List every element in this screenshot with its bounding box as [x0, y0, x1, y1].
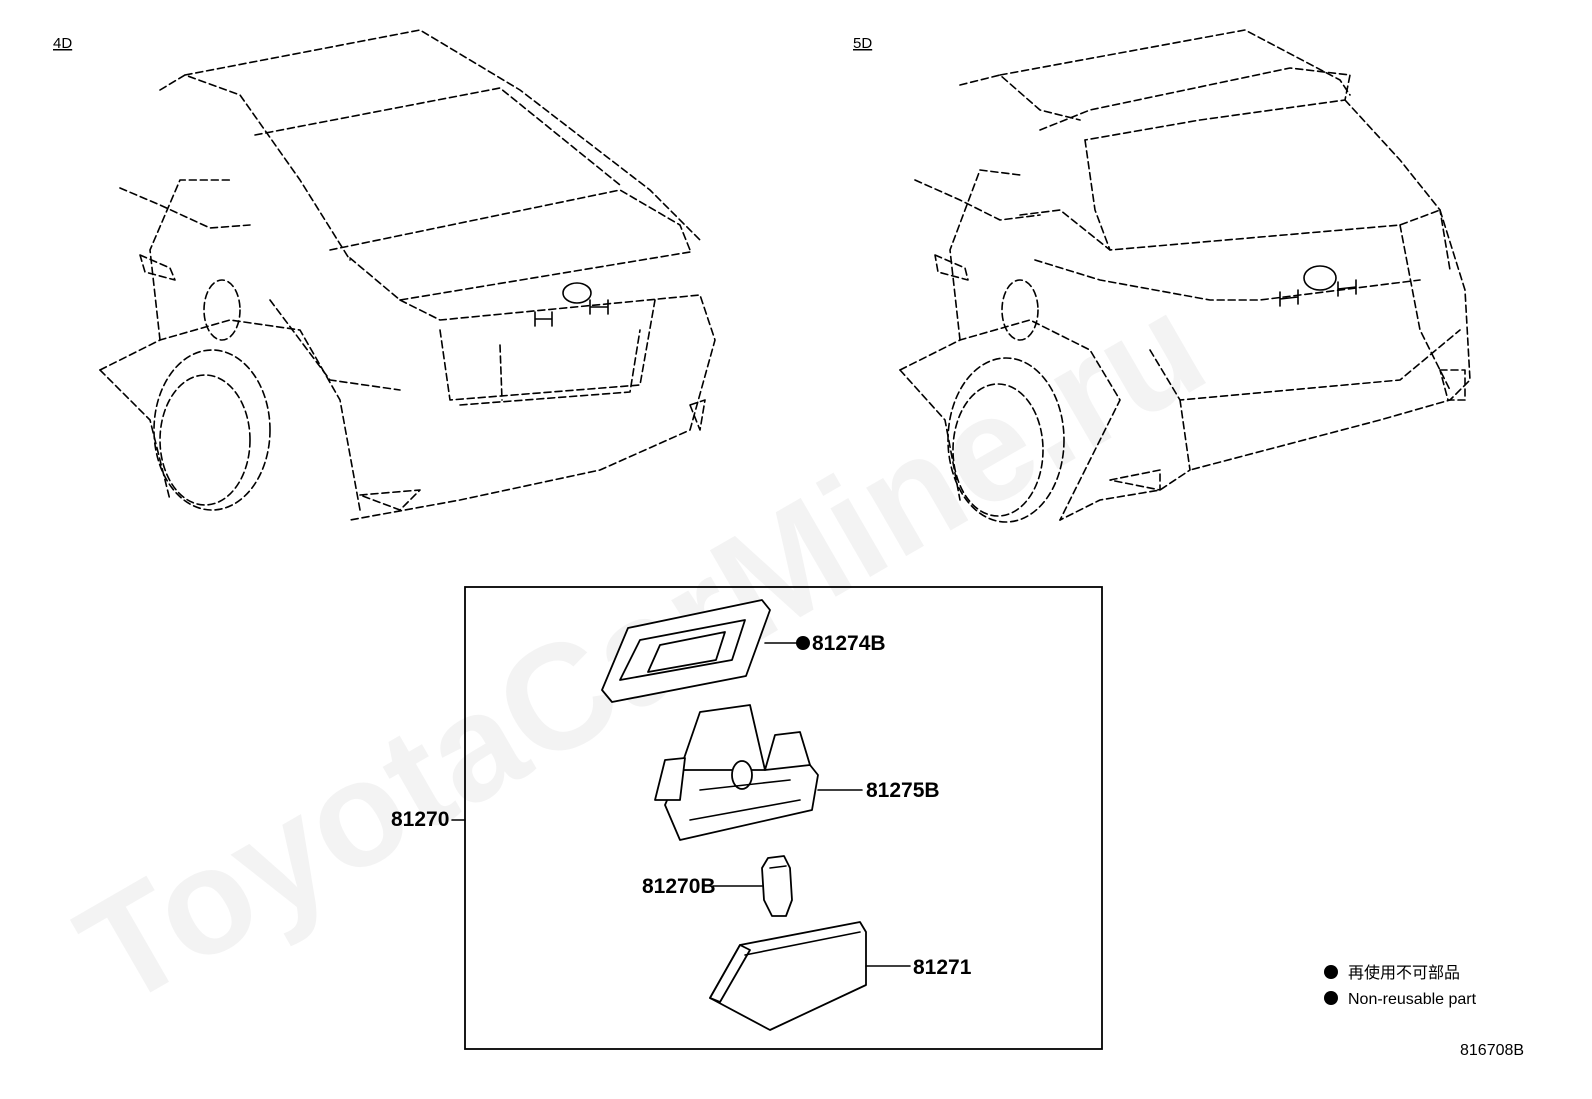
legend-label-jp: 再使用不可部品 — [1348, 964, 1460, 982]
socket-part — [654, 704, 819, 841]
sedan-illustration — [99, 29, 716, 521]
lens-part — [709, 921, 867, 1031]
non-reusable-marker — [796, 636, 810, 650]
hatchback-illustration — [899, 29, 1471, 523]
variant-label-5d: 5D — [853, 35, 872, 52]
callout-81274b: 81274B — [812, 632, 886, 655]
callout-81270: 81270 — [391, 808, 449, 831]
diagram-reference-code: 816708B — [1460, 1042, 1524, 1059]
callout-81271: 81271 — [913, 956, 972, 979]
callout-81275b: 81275B — [866, 779, 940, 802]
legend-label-en: Non-reusable part — [1348, 991, 1477, 1008]
variant-label-4d: 4D — [53, 35, 72, 52]
legend-bullet-en — [1324, 991, 1338, 1005]
gasket-part — [601, 599, 771, 703]
legend-bullet-jp — [1324, 965, 1338, 979]
callout-81270b: 81270B — [642, 875, 716, 898]
parts-group-frame — [464, 586, 1103, 1050]
legend: 再使用不可部品 Non-reusable part — [1324, 964, 1477, 1008]
bulb-part — [761, 855, 793, 917]
